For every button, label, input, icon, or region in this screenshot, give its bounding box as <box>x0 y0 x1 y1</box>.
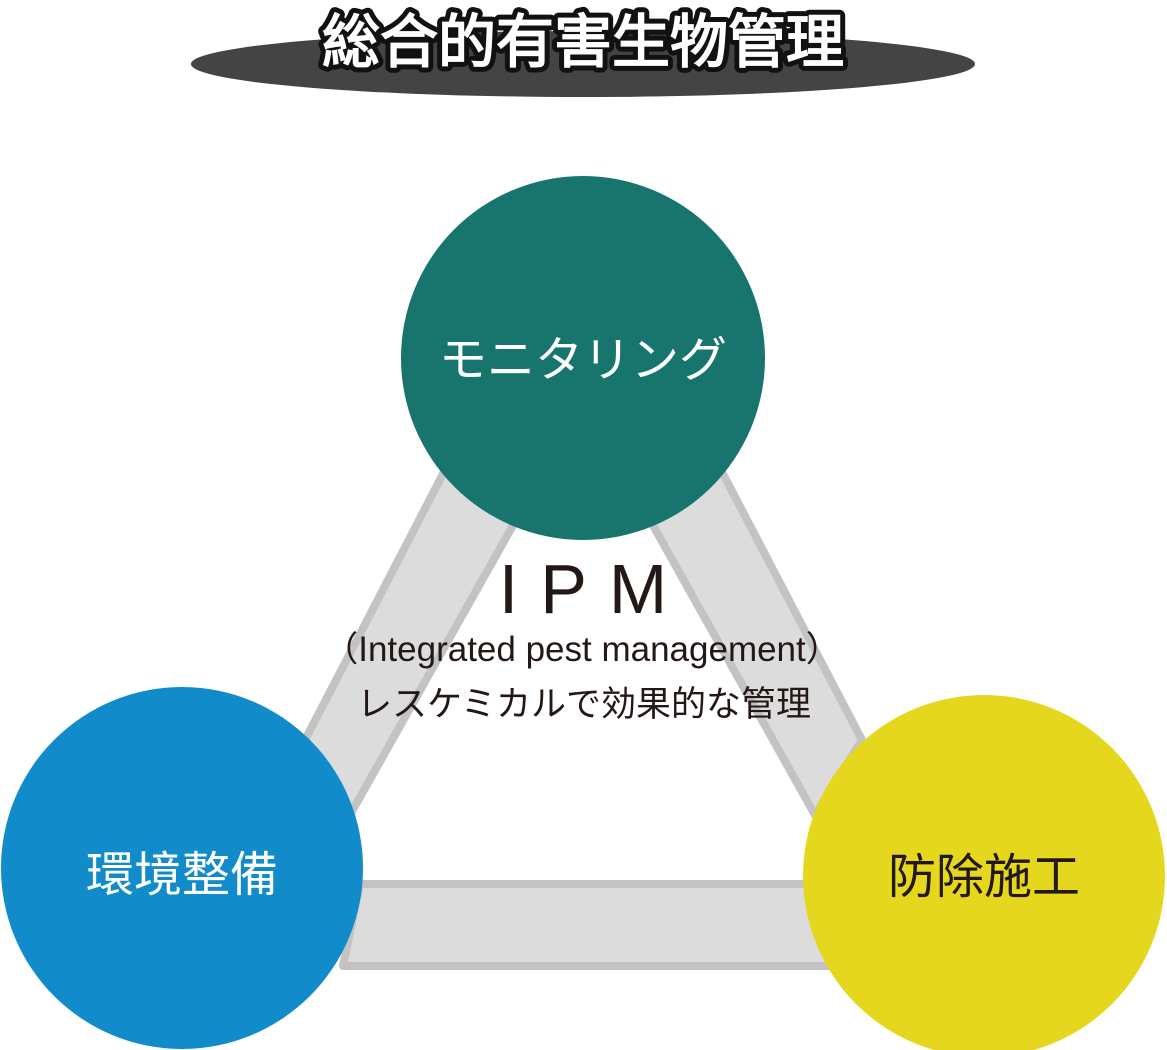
band-bottom <box>339 880 834 970</box>
center-text: IPM （Integrated pest management） レスケミカルで… <box>323 550 841 725</box>
center-heading: IPM <box>499 550 689 628</box>
node-environment-circle <box>1 687 363 1049</box>
node-environment-label: 環境整備 <box>86 847 278 903</box>
node-control: 防除施工 <box>803 695 1165 1050</box>
node-control-label: 防除施工 <box>888 849 1080 905</box>
node-monitoring: モニタリング <box>401 176 765 540</box>
title-pill <box>191 31 975 97</box>
node-monitoring-label: モニタリング <box>439 332 727 388</box>
page-title: 総合的有害生物管理 <box>322 8 844 76</box>
node-monitoring-circle <box>401 176 765 540</box>
node-control-circle <box>803 695 1165 1050</box>
title-banner: 総合的有害生物管理 <box>191 3 975 97</box>
center-description: レスケミカルで効果的な管理 <box>357 685 811 725</box>
node-environment: 環境整備 <box>1 687 363 1049</box>
center-subheading: （Integrated pest management） <box>323 630 841 669</box>
